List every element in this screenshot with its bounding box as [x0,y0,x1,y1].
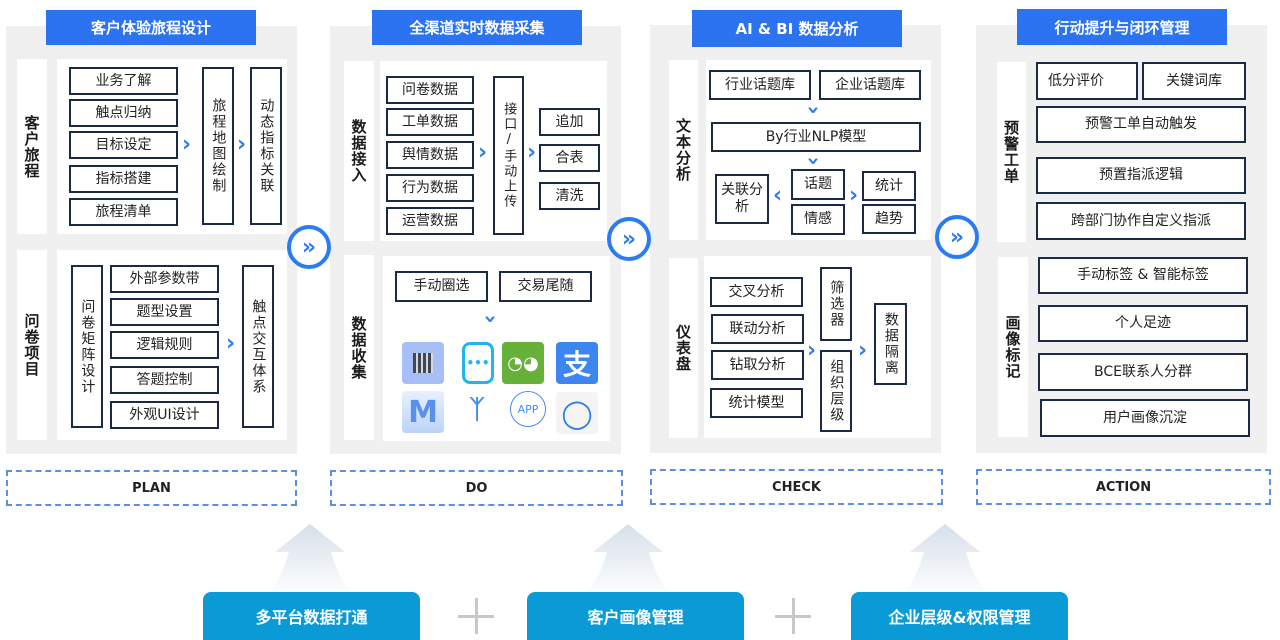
plan-survey-item: 答题控制 [110,366,219,394]
plan-survey-item: 题型设置 [110,298,219,326]
plus-icon [458,598,494,634]
plan-survey-item: 外观UI设计 [110,401,219,429]
plan-survey-item: 逻辑规则 [110,331,219,359]
chevron-right-icon: › [849,183,859,208]
profile-tag-item: 个人足迹 [1038,305,1248,342]
up-arrow-icon [265,524,355,598]
next-arrow-icon: » [607,217,651,261]
app-icon: APP [510,391,546,427]
action-alert-item: 跨部门协作自定义指派 [1036,202,1246,240]
data-source-item: 舆情数据 [386,141,474,169]
low-score-box: 低分评价 [1036,62,1138,100]
filter-box: 筛选器 [820,267,852,341]
next-arrow-icon: » [287,225,331,269]
org-level-box: 组织层级 [820,350,852,432]
next-arrow-icon: » [935,215,979,259]
chevron-left-icon: ‹ [773,183,783,208]
dashboard-item: 联动分析 [711,314,804,344]
transaction-follow-button[interactable]: 交易尾随 [499,271,592,302]
data-isolation-box: 数据隔离 [874,303,907,385]
wechat-icon: ◔◕ [502,342,544,384]
nlp-model-box: By行业NLP模型 [711,122,921,152]
data-source-item: 运营数据 [386,207,474,235]
topic-box: 话题 [791,169,845,200]
alipay-icon: 支 [556,342,598,384]
check-title: AI & BI 数据分析 [692,10,902,47]
profile-tag-item: BCE联系人分群 [1038,353,1248,391]
customer-profile-pill: 客户画像管理 [527,592,744,640]
manual-select-button[interactable]: 手动圈选 [395,271,488,302]
check-section1-label: 文本分析 [669,60,698,240]
wecom-icon: ◯ [556,392,598,434]
qr-code-icon [402,342,444,384]
data-op-item: 清洗 [539,182,600,210]
dashboard-item: 钻取分析 [711,350,804,380]
plan-item: 触点归纳 [69,99,178,127]
enterprise-topic-lib: 企业话题库 [819,70,921,100]
do-footer: DO [330,470,623,506]
data-source-item: 工单数据 [386,108,474,136]
profile-tag-item: 用户画像沉淀 [1040,399,1250,437]
check-footer: CHECK [650,469,943,505]
plan-item: 业务了解 [69,67,178,95]
dynamic-metric-box: 动态指标关联 [250,67,282,225]
plan-section2-label: 问卷项目 [17,250,47,440]
chevron-down-icon: › [800,105,826,115]
questionnaire-matrix-box: 问卷矩阵设计 [71,265,103,428]
profile-tag-item: 手动标签 & 智能标签 [1038,257,1248,294]
do-section1-label: 数据接入 [344,61,374,241]
api-upload-box: 接口/手动上传 [493,76,524,235]
trend-box: 趋势 [862,204,916,234]
sms-chat-icon: ••• [462,342,494,384]
plan-footer: PLAN [6,470,297,506]
data-source-item: 问卷数据 [386,76,474,104]
email-icon: M [402,391,444,433]
association-analysis-box: 关联分析 [715,174,769,224]
action-section1-label: 预警工单 [997,62,1026,242]
chevron-right-icon: › [226,331,236,356]
keyword-lib-box: 关键词库 [1142,62,1246,100]
plan-item: 指标搭建 [69,165,178,193]
plan-section1-label: 客户旅程 [17,59,47,234]
action-alert-item: 预警工单自动触发 [1036,106,1246,143]
data-op-item: 合表 [539,144,600,172]
up-arrow-icon [583,524,673,598]
statistics-box: 统计 [862,171,916,201]
chevron-down-icon: › [477,314,503,324]
plan-item: 目标设定 [69,131,178,159]
chevron-down-icon: › [800,156,826,166]
chevron-right-icon: › [858,338,868,363]
chevron-right-icon: › [478,140,488,165]
plus-icon [775,598,811,634]
up-arrow-icon [900,524,990,598]
plan-item: 旅程清单 [69,198,178,226]
dingtalk-icon: ᛉ [469,395,485,425]
dashboard-item: 交叉分析 [710,277,803,307]
action-title: 行动提升与闭环管理 [1017,9,1227,45]
chevron-right-icon: › [527,140,537,165]
action-section2-label: 画像标记 [998,257,1028,437]
industry-topic-lib: 行业话题库 [709,70,811,100]
do-title: 全渠道实时数据采集 [372,10,582,45]
do-section2-label: 数据收集 [344,255,374,440]
enterprise-permission-pill: 企业层级&权限管理 [851,592,1068,640]
plan-title: 客户体验旅程设计 [46,10,256,45]
action-alert-item: 预置指派逻辑 [1036,157,1246,194]
data-op-item: 追加 [539,108,600,136]
plan-survey-item: 外部参数带 [110,265,219,293]
check-section2-label: 仪表盘 [669,258,698,438]
action-footer: ACTION [976,469,1271,505]
dashboard-item: 统计模型 [710,388,803,418]
chevron-right-icon: › [182,132,192,157]
sentiment-box: 情感 [791,204,845,235]
chevron-right-icon: › [807,338,817,363]
data-source-item: 行为数据 [386,174,474,202]
chevron-right-icon: › [237,132,247,157]
platform-data-pill: 多平台数据打通 [203,592,420,640]
touchpoint-system-box: 触点交互体系 [242,265,274,428]
journey-map-box: 旅程地图绘制 [202,67,234,225]
